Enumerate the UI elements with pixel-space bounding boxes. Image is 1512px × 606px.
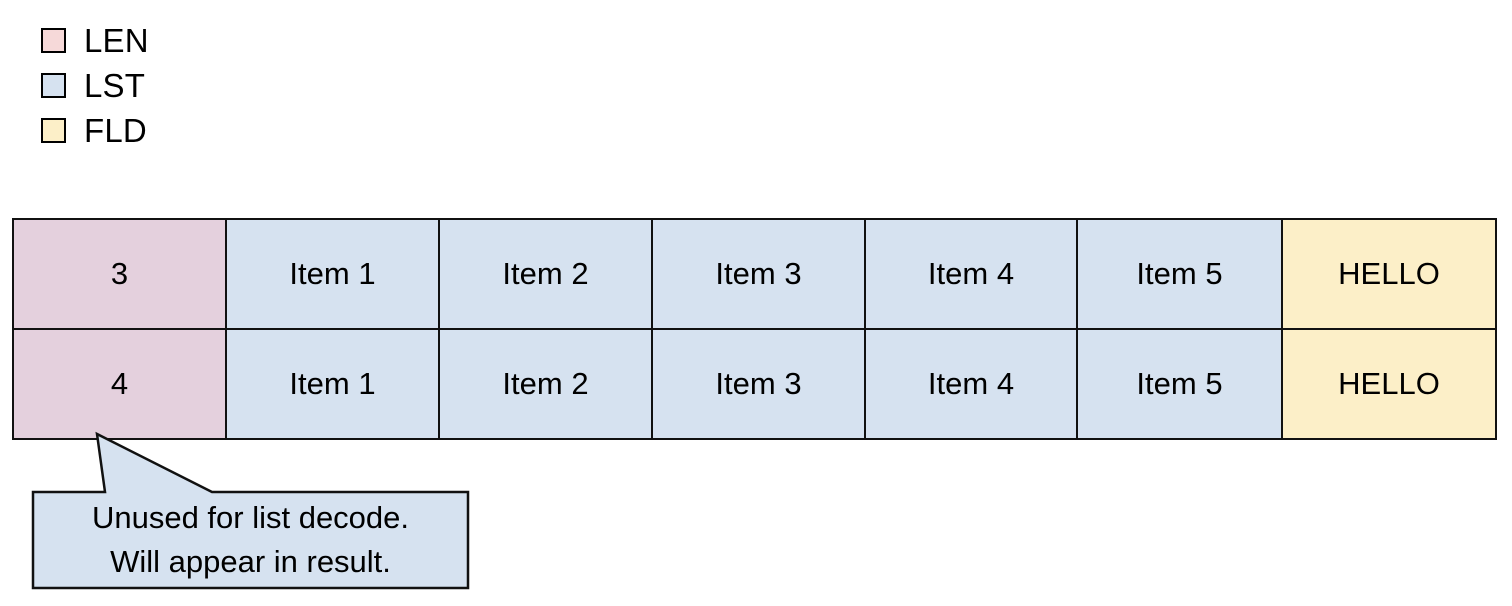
- cell-list-item: Item 5: [1076, 328, 1283, 440]
- square-swatch-icon: [41, 118, 66, 143]
- cell-list-item: Item 1: [225, 218, 440, 330]
- legend-item-label: FLD: [84, 112, 147, 149]
- legend: LEN LST FLD: [41, 18, 149, 153]
- legend-item-len: LEN: [41, 18, 149, 63]
- cell-field-value: HELLO: [1281, 328, 1497, 440]
- legend-item-label: LEN: [84, 22, 149, 59]
- cell-list-item: Item 3: [651, 328, 866, 440]
- cell-list-item: Item 1: [225, 328, 440, 440]
- legend-item-fld: FLD: [41, 108, 149, 153]
- callout-bubble-shape: [31, 431, 470, 590]
- square-swatch-icon: [41, 28, 66, 53]
- callout-line-1: Unused for list decode.: [91, 500, 410, 535]
- cell-len-count: 4: [12, 328, 227, 440]
- callout-line-2: Will appear in result.: [110, 544, 391, 579]
- cell-list-item: Item 2: [438, 328, 653, 440]
- callout-annotation: Unused for list decode. Will appear in r…: [0, 425, 520, 600]
- legend-item-lst: LST: [41, 63, 149, 108]
- cell-list-item: Item 5: [1076, 218, 1283, 330]
- cell-list-item: Item 4: [864, 218, 1078, 330]
- cell-list-item: Item 2: [438, 218, 653, 330]
- legend-item-label: LST: [84, 67, 146, 104]
- table-row: 4 Item 1 Item 2 Item 3 Item 4 Item 5 HEL…: [12, 328, 1497, 440]
- cell-list-item: Item 3: [651, 218, 866, 330]
- cell-field-value: HELLO: [1281, 218, 1497, 330]
- callout-text: Unused for list decode. Will appear in r…: [33, 492, 468, 588]
- cell-list-item: Item 4: [864, 328, 1078, 440]
- cell-len-count: 3: [12, 218, 227, 330]
- square-swatch-icon: [41, 73, 66, 98]
- table-row: 3 Item 1 Item 2 Item 3 Item 4 Item 5 HEL…: [12, 218, 1497, 330]
- structure-table: 3 Item 1 Item 2 Item 3 Item 4 Item 5 HEL…: [12, 218, 1497, 440]
